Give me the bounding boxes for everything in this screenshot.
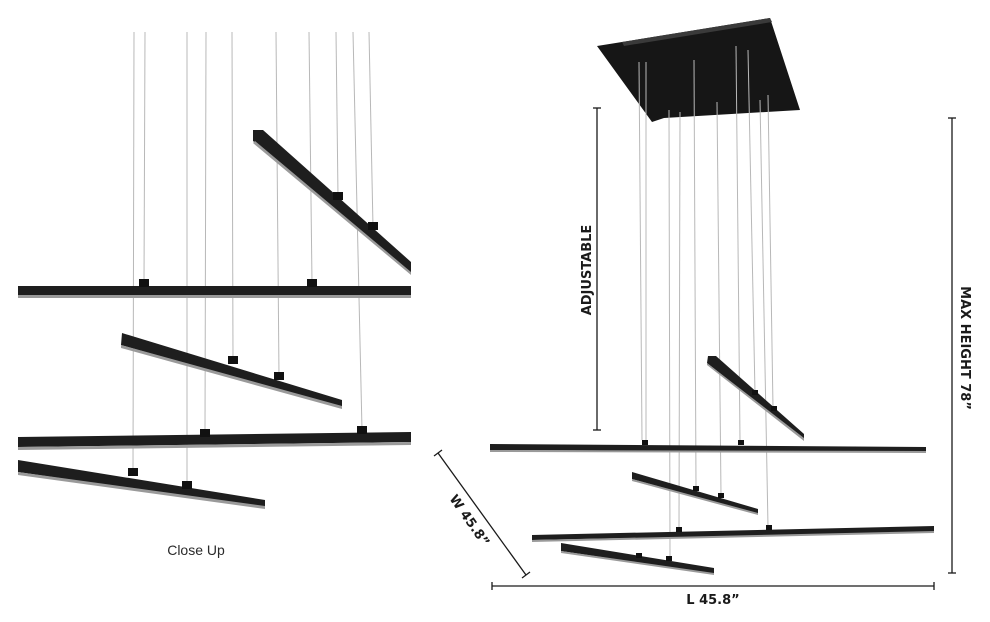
light-bar-closeup-long-1 xyxy=(18,279,411,298)
adjustable-dimension: ADJUSTABLE xyxy=(580,107,601,431)
light-bar-closeup-top xyxy=(253,130,411,275)
adjustable-label: ADJUSTABLE xyxy=(580,225,595,316)
light-bar-full-short xyxy=(632,472,758,515)
width-dimension: W 45.8” xyxy=(433,449,531,579)
length-label: L 45.8” xyxy=(686,593,739,608)
light-bar-closeup-bottom xyxy=(18,460,265,509)
max-height-label: MAX HEIGHT 78” xyxy=(957,286,972,410)
max-height-dimension: MAX HEIGHT 78” xyxy=(948,117,972,574)
suspension-wires-closeup xyxy=(132,31,374,484)
light-bar-full-angled xyxy=(707,356,804,441)
light-bar-full-bottom xyxy=(561,543,714,575)
length-dimension: L 45.8” xyxy=(491,582,935,608)
suspension-wires-full xyxy=(638,45,774,557)
full-fixture-view: ADJUSTABLE MAX HEIGHT 78” W 45.8” L 45.8… xyxy=(433,18,972,608)
light-bar-full-long-2 xyxy=(532,525,934,542)
close-up-caption: Close Up xyxy=(167,542,225,558)
ceiling-canopy xyxy=(597,18,800,122)
light-bar-closeup-short xyxy=(121,333,342,409)
close-up-view: Close Up xyxy=(18,31,411,558)
light-bar-full-long-1 xyxy=(490,440,926,453)
light-bar-closeup-long-2 xyxy=(18,426,411,450)
width-label: W 45.8” xyxy=(446,492,492,549)
